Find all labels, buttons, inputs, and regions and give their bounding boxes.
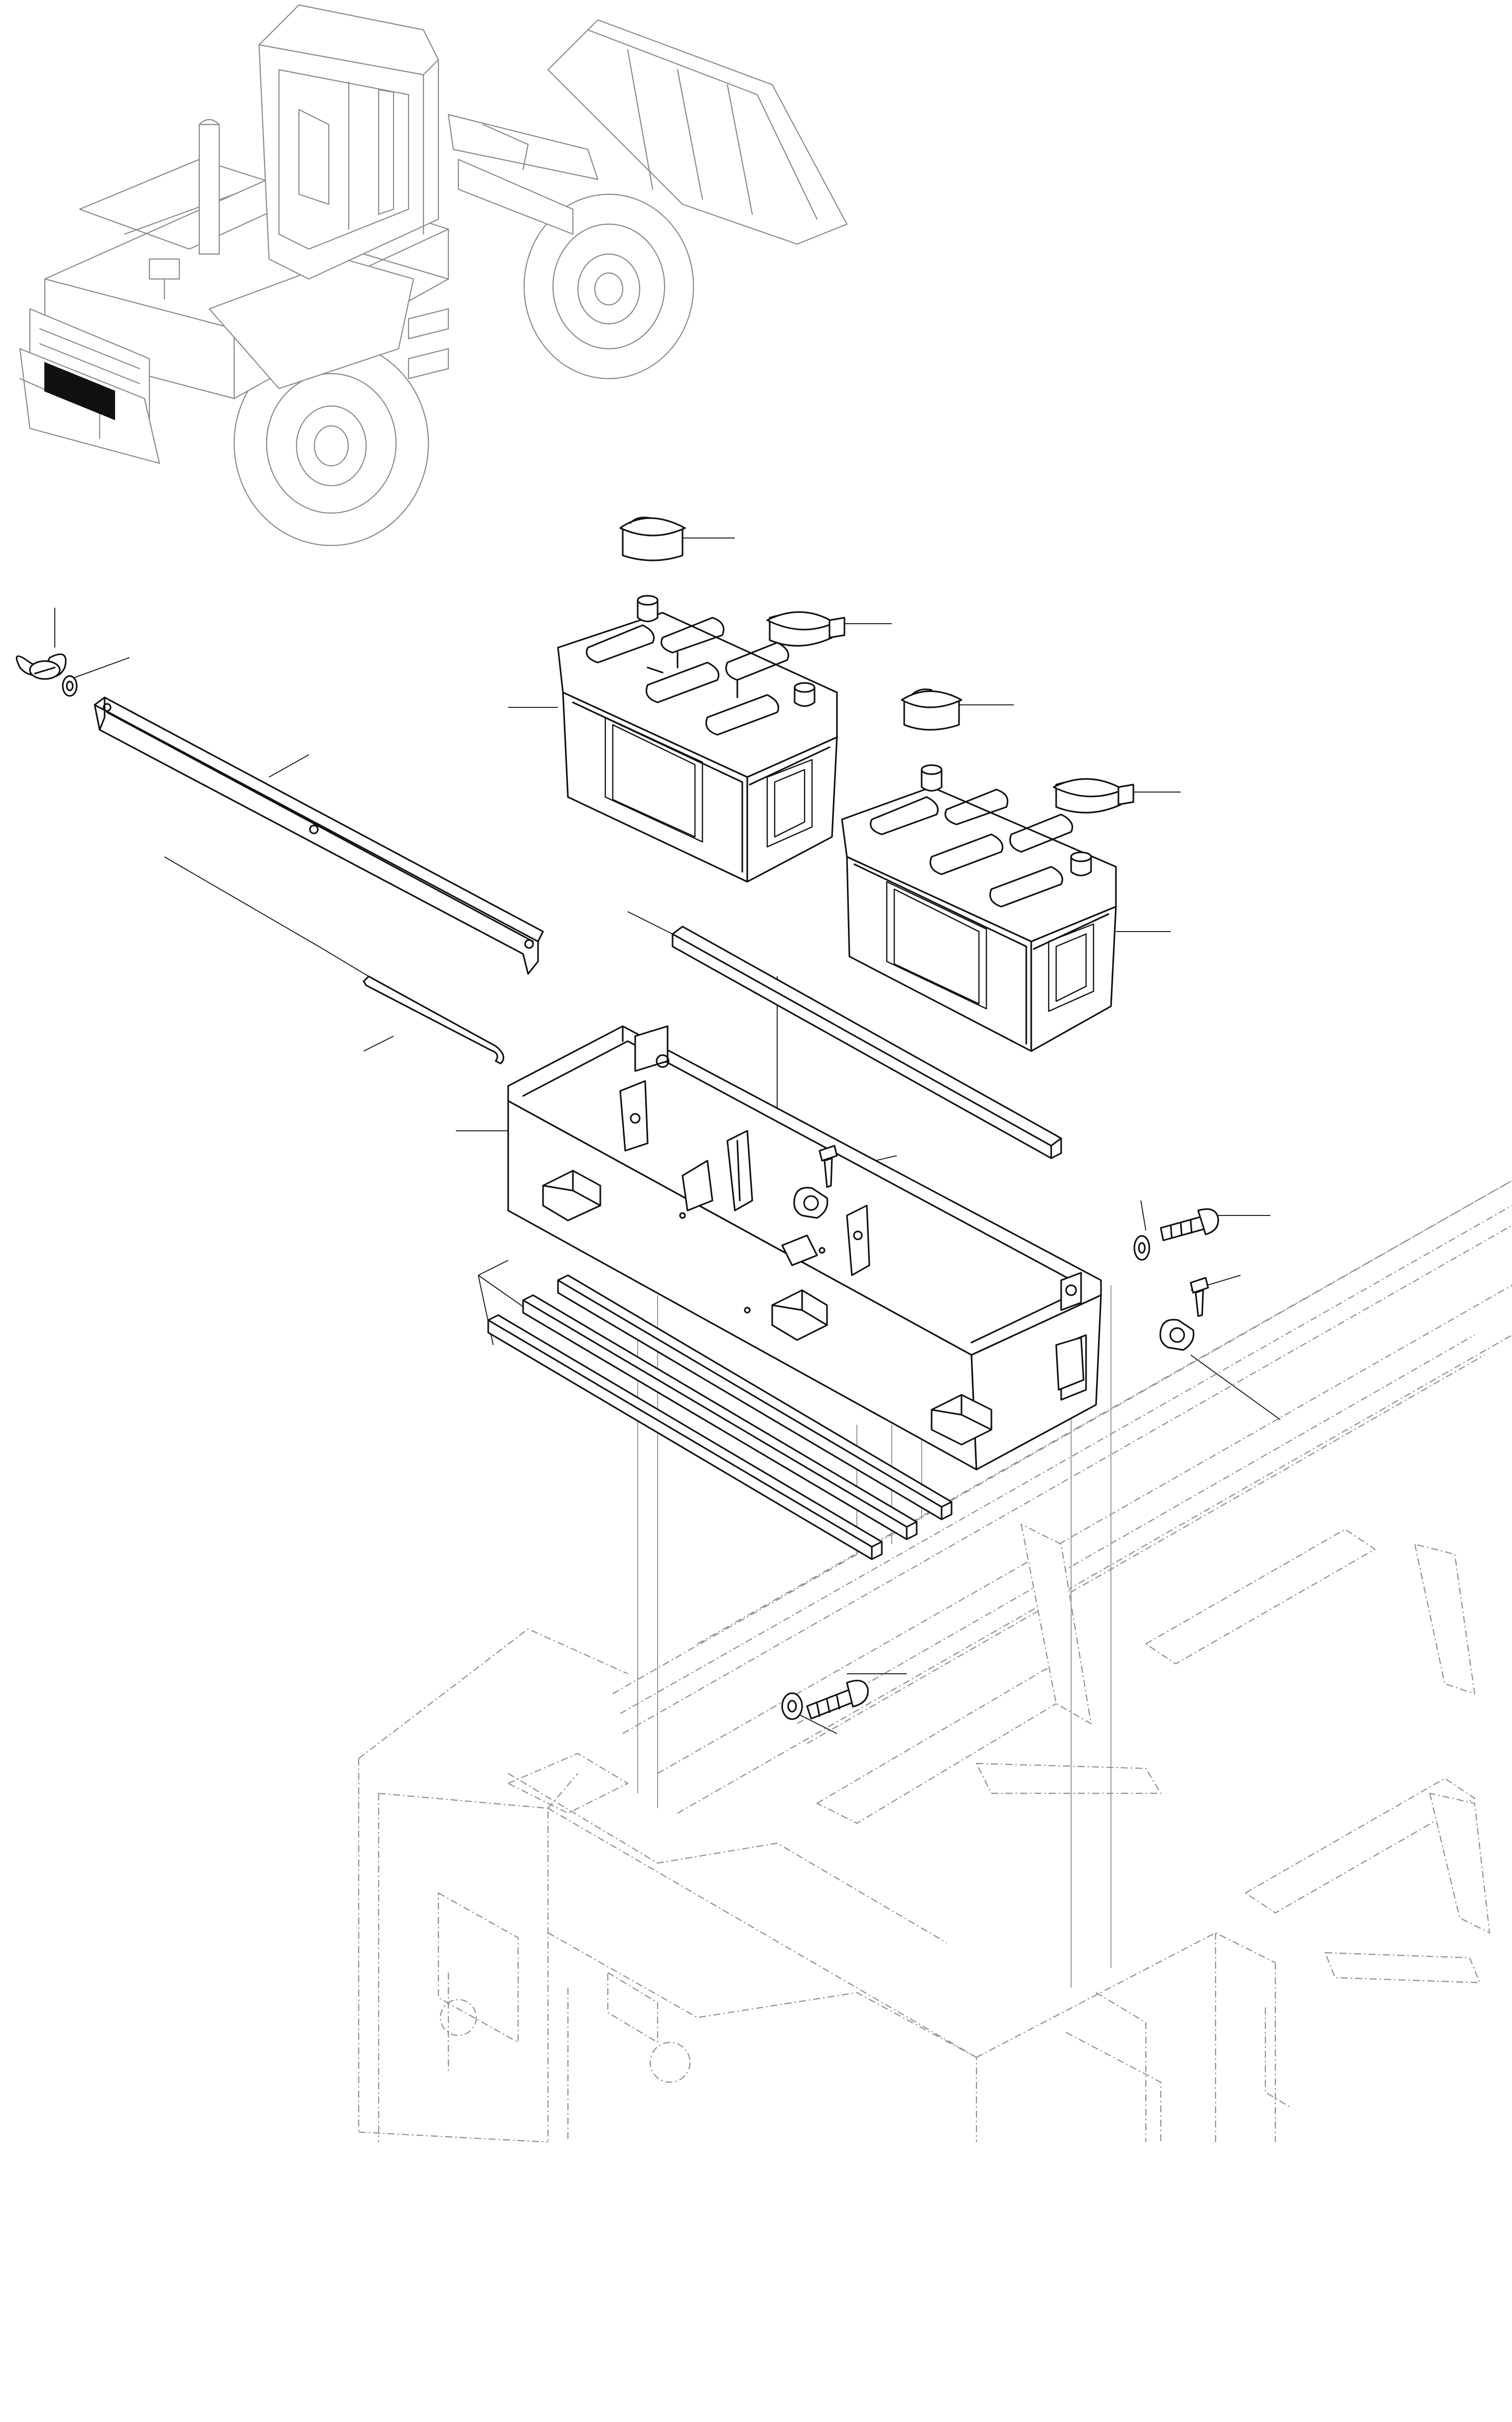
washer bbox=[62, 675, 78, 697]
battery-location-marker bbox=[44, 362, 115, 420]
battery-2 bbox=[841, 764, 1117, 1052]
terminal-cap-2 bbox=[766, 611, 845, 647]
battery-1 bbox=[557, 595, 838, 883]
base-strips bbox=[487, 1274, 953, 1560]
wheel-loader-overview bbox=[19, 4, 848, 546]
clip bbox=[793, 1187, 1195, 1351]
battery-box bbox=[507, 1025, 1102, 1471]
j-bolt bbox=[363, 975, 505, 1065]
hold-down-bar bbox=[94, 696, 544, 975]
terminal-cap-3 bbox=[901, 688, 962, 731]
rubber-strip bbox=[672, 926, 1062, 1159]
terminal-cap-1 bbox=[619, 517, 686, 561]
terminal-cap-4 bbox=[1053, 778, 1134, 813]
frame bbox=[358, 1180, 1512, 2143]
callout-leaders bbox=[54, 538, 1281, 1988]
wing-nut bbox=[15, 653, 67, 680]
bolt bbox=[781, 1145, 1219, 1720]
